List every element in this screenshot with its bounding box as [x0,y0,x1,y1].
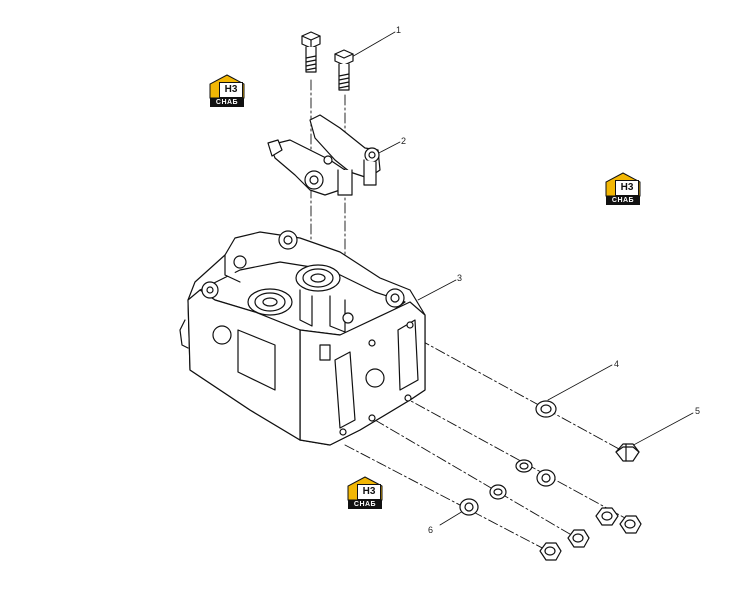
nut-a [595,507,619,526]
nut-5 [615,443,640,462]
watermark-logo-bottom: H3 CHAБ [346,476,384,512]
watermark-logo-top-left: H3 CHAБ [208,74,246,110]
callout-4: 4 [614,359,619,369]
callout-leaders [349,31,694,526]
nut-b [619,515,642,534]
callout-6: 6 [428,525,433,535]
bolt-right [334,49,354,91]
nut-d [539,542,562,561]
callout-1: 1 [396,25,401,35]
callout-3: 3 [457,273,462,283]
watermark-code: H3 [357,484,381,500]
rocker-arm-assembly [267,114,381,196]
watermark-text: CHAБ [348,500,382,509]
washer-small-b [536,469,556,487]
watermark-code: H3 [615,180,639,196]
washer-6 [459,498,479,516]
callout-2: 2 [401,136,406,146]
watermark-code: H3 [219,82,243,98]
bolt-left [301,31,321,73]
watermark-text: CHAБ [606,196,640,205]
watermark-logo-right: H3 CHAБ [604,172,642,208]
cylinder-head [179,230,426,446]
washer-4 [535,400,557,418]
washer-small-a [515,459,533,473]
washer-small-c [489,484,507,500]
callout-5: 5 [695,406,700,416]
nut-c [567,529,590,548]
watermark-text: CHAБ [210,98,244,107]
